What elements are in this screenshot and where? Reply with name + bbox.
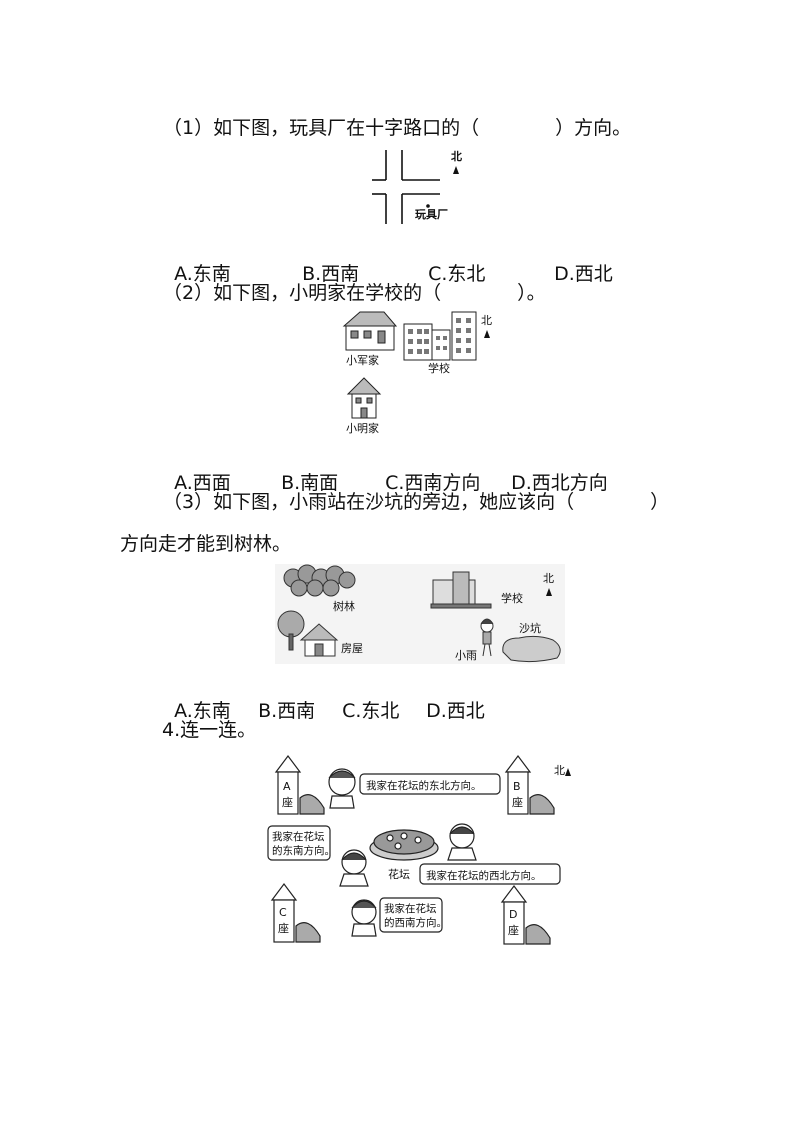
bubble-right [419, 863, 561, 885]
bubble-top-text: 我家在花坛的东北方向。 [366, 779, 482, 792]
q3-options: A.东南 B.西南 C.东北 D.西北 [162, 675, 485, 723]
sandpit-icon [502, 635, 561, 663]
bubble-top [359, 773, 501, 795]
xiaojun-home-label: 小军家 [346, 353, 379, 367]
q1-option-a[interactable]: A.东南 [174, 263, 231, 285]
building-a-icon [274, 755, 325, 815]
flowerbed-label: 花坛 [388, 868, 410, 881]
building-d-suffix: 座 [508, 923, 519, 937]
bubble-bottom-text-2: 的西南方向。 [384, 916, 447, 929]
xiaoming-home-label: 小明家 [346, 421, 379, 435]
q3-north-label: 北 [543, 572, 554, 585]
xiaojun-home-icon [342, 311, 398, 351]
q3-option-a[interactable]: A.东南 [174, 700, 231, 722]
q1-options: A.东南 B.西南 C.东北 D.西北 [162, 238, 613, 286]
q2-option-d[interactable]: D.西北方向 [511, 472, 608, 494]
q3-map-figure: 树林 学校 北 房屋 小雨 沙坑 [275, 564, 565, 664]
building-b-icon [504, 755, 555, 815]
q1-north-label: 北 [451, 149, 462, 163]
q4-matching-figure: 北 A 座 我家在花坛的东北方向。 B 座 我家在花坛 的东南方向。 花坛 [267, 755, 571, 945]
building-d-icon [500, 885, 551, 945]
forest-label: 树林 [333, 599, 355, 613]
q3-north-arrow-icon [546, 588, 552, 596]
building-c-letter: C [279, 906, 287, 919]
q2-north-arrow-icon [484, 330, 490, 338]
q1-crossroad-figure: 北 玩具厂 [372, 149, 462, 224]
q1-option-c[interactable]: C.东北 [428, 263, 486, 285]
q1-north-arrow-icon [453, 166, 459, 174]
q1-factory-label: 玩具厂 [415, 208, 448, 221]
boy-top-icon [328, 768, 356, 809]
q4-title: 4.连一连。 [162, 719, 257, 741]
school-label: 学校 [428, 361, 450, 375]
q2-option-b[interactable]: B.南面 [281, 472, 339, 494]
building-d-letter: D [509, 908, 517, 921]
house-icon [277, 610, 339, 657]
building-a-letter: A [283, 780, 291, 793]
bubble-bottom [379, 897, 443, 933]
q3-option-c[interactable]: C.东北 [342, 700, 400, 722]
girl-right-icon [447, 823, 477, 861]
bubble-bottom-text-1: 我家在花坛 [384, 902, 437, 915]
house-label: 房屋 [341, 642, 363, 655]
q2-stem: （2）如下图，小明家在学校的（ ）。 [163, 282, 546, 304]
q2-map-figure: 小军家 学校 北 小明家 [342, 311, 492, 435]
q2-options: A.西面 B.南面 C.西南方向 D.西北方向 [162, 447, 608, 495]
xiaoyu-label: 小雨 [455, 649, 477, 662]
q3-school-label: 学校 [501, 591, 523, 605]
q3-stem-line2: 方向走才能到树林。 [120, 533, 292, 555]
q4-north-arrow-icon [565, 768, 571, 776]
q2-option-c[interactable]: C.西南方向 [385, 472, 481, 494]
sandpit-label: 沙坑 [519, 621, 541, 635]
factory-dot [426, 204, 430, 208]
xiaoming-home-icon [346, 377, 382, 419]
building-c-suffix: 座 [278, 921, 289, 935]
q3-option-d[interactable]: D.西北 [426, 700, 485, 722]
q1-stem: （1）如下图，玩具厂在十字路口的（ ）方向。 [163, 117, 632, 139]
bubble-right-text: 我家在花坛的西北方向。 [426, 869, 542, 882]
building-c-icon [270, 883, 321, 943]
forest-icon [283, 564, 356, 597]
girl-left-icon [339, 849, 369, 887]
q3-school-icon [430, 571, 492, 609]
q1-option-b[interactable]: B.西南 [302, 263, 360, 285]
q2-north-label: 北 [481, 314, 492, 327]
flowerbed-icon [369, 829, 439, 861]
school-icon [403, 311, 477, 361]
q3-stem-line1: （3）如下图，小雨站在沙坑的旁边，她应该向（ ） [163, 491, 670, 513]
q3-option-b[interactable]: B.西南 [258, 700, 316, 722]
building-a-suffix: 座 [282, 795, 293, 809]
building-b-suffix: 座 [512, 795, 523, 809]
bubble-left [267, 825, 331, 861]
xiaoyu-girl-icon [480, 618, 494, 657]
building-b-letter: B [513, 780, 521, 793]
bubble-left-text-1: 我家在花坛 [272, 830, 325, 843]
boy-bottom-icon [351, 899, 377, 937]
q4-north-label: 北 [554, 764, 565, 777]
q2-option-a[interactable]: A.西面 [174, 472, 231, 494]
bubble-left-text-2: 的东南方向。 [272, 844, 335, 857]
q1-option-d[interactable]: D.西北 [554, 263, 613, 285]
